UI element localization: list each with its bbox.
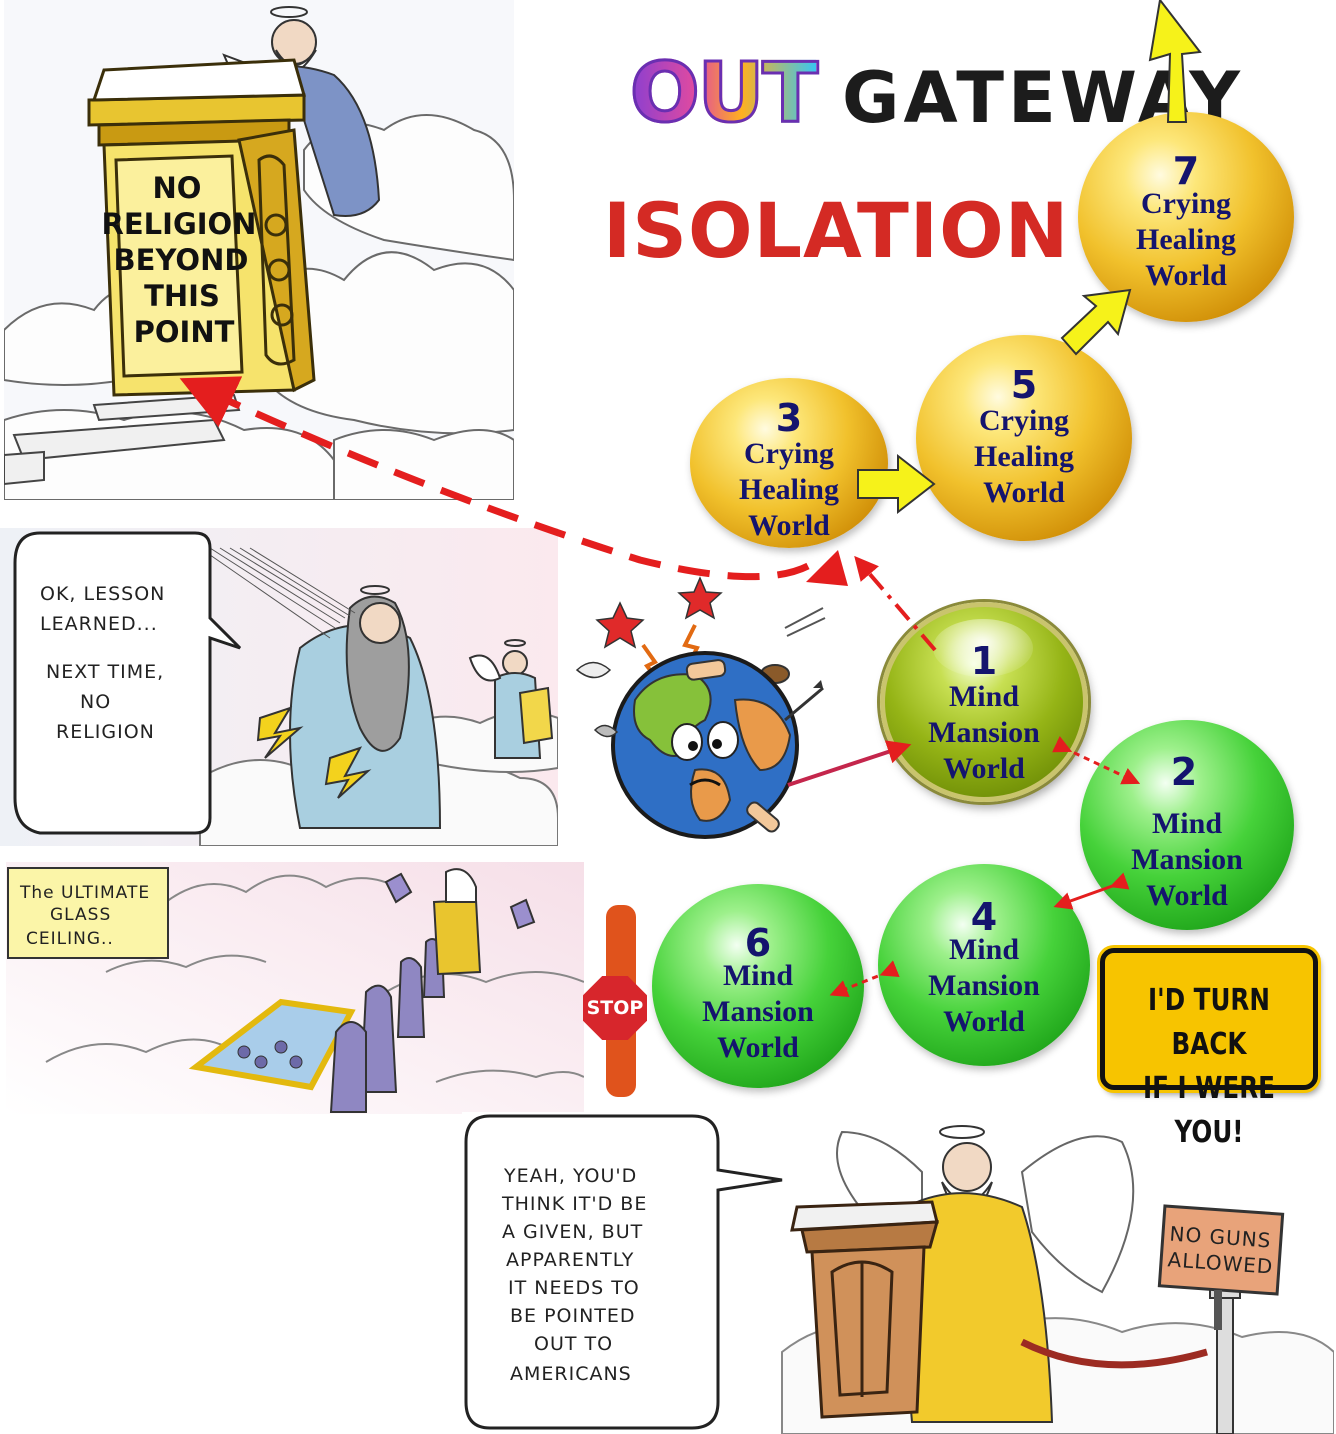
arrow-earth-to-sphere-1 xyxy=(787,740,912,787)
lesson-bubble-line-3: NEXT TIME, xyxy=(46,661,164,683)
sphere-7-line-3: World xyxy=(1145,259,1227,292)
sphere-5-line-2: Healing xyxy=(973,440,1074,473)
guns-bubble-line-1: YEAH, YOU'D xyxy=(503,1165,637,1187)
isolation-title: ISOLATION xyxy=(603,186,1070,275)
sphere-1-line-3: World xyxy=(943,752,1025,785)
guns-bubble-line-6: BE POINTED xyxy=(510,1305,636,1327)
star-icon xyxy=(677,576,723,620)
lesson-bubble-line-5: RELIGION xyxy=(56,721,155,743)
guns-bubble-line-8: AMERICANS xyxy=(510,1363,632,1385)
arrow-head-to-sphere-3 xyxy=(806,550,848,586)
sphere-2-number: 2 xyxy=(1170,750,1198,794)
sphere-2-line-3: World xyxy=(1146,879,1228,912)
ceiling-caption-line-1: The ULTIMATE xyxy=(19,883,150,903)
lesson-bubble-line-2: LEARNED... xyxy=(40,613,158,635)
sphere-6-mind-mansion-world: 6 Mind Mansion World xyxy=(652,884,864,1088)
stop-sign-icon: STOP xyxy=(583,976,647,1040)
stop-sign-text: STOP xyxy=(586,997,644,1019)
dashed-arrow-to-pulpit xyxy=(179,376,810,581)
sphere-1-number: 1 xyxy=(970,639,998,683)
sphere-6-line-2: Mansion xyxy=(702,995,814,1028)
sphere-7-number: 7 xyxy=(1172,149,1200,193)
sphere-4-number: 4 xyxy=(970,895,998,939)
guns-bubble-line-4: APPARENTLY xyxy=(506,1249,634,1271)
cartoon-lesson-learned: OK, LESSON LEARNED... NEXT TIME, NO RELI… xyxy=(0,528,558,846)
arrow-sphere-1-to-sphere-3 xyxy=(854,555,937,652)
sphere-3-line-3: World xyxy=(748,509,830,542)
pulpit-sign-line-2: RELIGION xyxy=(102,207,257,241)
sphere-2-line-1: Mind xyxy=(1151,807,1223,840)
lesson-bubble-line-4: NO xyxy=(80,691,111,713)
ceiling-caption-line-3: CEILING.. xyxy=(26,929,114,949)
sphere-3-number: 3 xyxy=(775,396,803,440)
wounded-earth-illustration xyxy=(555,570,835,860)
double-arrow-1-2 xyxy=(1052,736,1141,785)
sphere-7-line-2: Healing xyxy=(1135,223,1236,256)
logo-out-text: OUT xyxy=(628,46,819,141)
guns-bubble-line-3: A GIVEN, BUT xyxy=(502,1221,643,1243)
star-icon xyxy=(595,601,645,649)
warning-sign-line-2: IF I WERE YOU! xyxy=(1143,1071,1275,1150)
lesson-bubble-line-1: OK, LESSON xyxy=(40,583,165,605)
pulpit-sign-line-4: THIS xyxy=(144,279,220,313)
warning-sign-line-1: I'D TURN BACK xyxy=(1148,983,1270,1062)
cartoon-glass-ceiling: The ULTIMATE GLASS CEILING.. xyxy=(6,862,584,1114)
sphere-7-line-1: Crying xyxy=(1141,187,1231,220)
guns-bubble-line-7: OUT TO xyxy=(534,1333,613,1355)
sphere-4-line-1: Mind xyxy=(948,933,1020,966)
sphere-2-line-2: Mansion xyxy=(1131,843,1243,876)
pulpit-sign-line-1: NO xyxy=(153,171,202,205)
sphere-6-line-1: Mind xyxy=(722,959,794,992)
guns-bubble-line-5: IT NEEDS TO xyxy=(508,1277,640,1299)
sphere-6-line-3: World xyxy=(717,1031,799,1064)
sphere-1-line-2: Mansion xyxy=(928,716,1040,749)
pulpit-sign-line-3: BEYOND xyxy=(114,243,249,277)
ceiling-caption-line-2: GLASS xyxy=(50,905,111,925)
guns-bubble-line-2: THINK IT'D BE xyxy=(501,1193,647,1215)
turn-back-warning-sign: I'D TURN BACK IF I WERE YOU! xyxy=(1100,948,1318,1150)
sphere-3-crying-healing-world: 3 Crying Healing World xyxy=(690,378,888,548)
sphere-1-highlight xyxy=(933,619,1033,677)
double-arrow-4-6 xyxy=(829,960,900,998)
cartoon-no-religion-pulpit: NO RELIGION BEYOND THIS POINT xyxy=(4,0,514,500)
double-arrow-2-4 xyxy=(1053,872,1130,910)
pulpit-sign-line-5: POINT xyxy=(134,315,235,349)
sphere-5-number: 5 xyxy=(1010,363,1038,407)
sphere-5-line-3: World xyxy=(983,476,1065,509)
sphere-4-line-3: World xyxy=(943,1005,1025,1038)
cartoon-no-guns: NO GUNS ALLOWED YEAH, YOU'D THINK IT'D B… xyxy=(462,1112,1334,1434)
sphere-5-crying-healing-world: 5 Crying Healing World xyxy=(916,335,1132,541)
sphere-3-line-1: Crying xyxy=(744,437,834,470)
sphere-7-crying-healing-world: 7 Crying Healing World xyxy=(1078,112,1294,322)
yellow-arrow-up-exit xyxy=(1148,0,1202,123)
yellow-arrow-5-to-7 xyxy=(1060,288,1132,356)
sphere-1-line-1: Mind xyxy=(948,680,1020,713)
sphere-6-number: 6 xyxy=(744,921,772,965)
sphere-5-line-1: Crying xyxy=(979,404,1069,437)
sphere-3-line-2: Healing xyxy=(738,473,839,506)
sphere-4-line-2: Mansion xyxy=(928,969,1040,1002)
yellow-arrow-3-to-5 xyxy=(857,453,936,515)
